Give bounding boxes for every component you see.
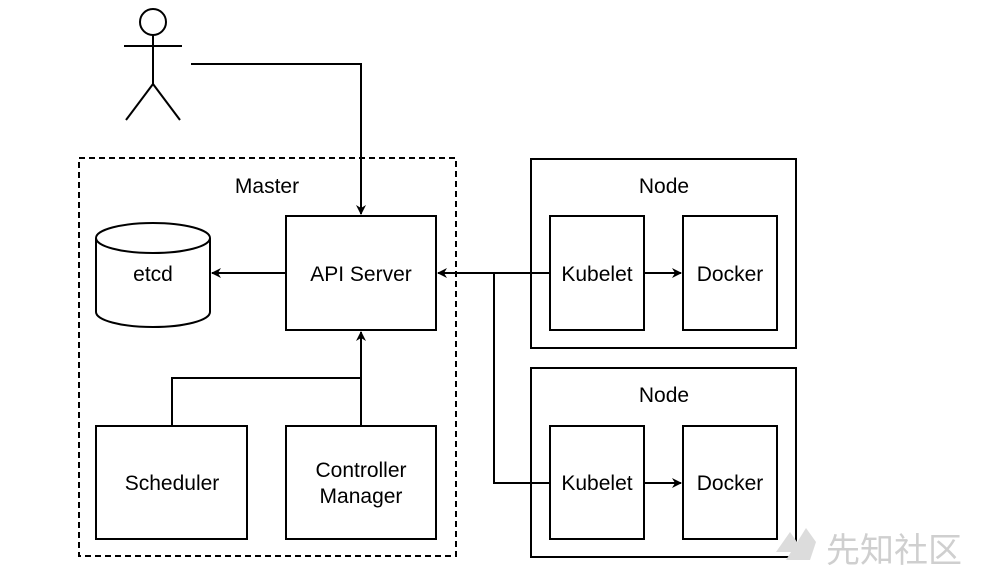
watermark-logo-icon <box>776 528 816 560</box>
node-1-container <box>530 158 797 349</box>
node-2-container <box>530 367 797 558</box>
watermark: 先知社区 <box>776 528 962 571</box>
api-server-label: API Server <box>310 263 412 286</box>
scheduler-to-api-line <box>171 377 361 426</box>
node-1-docker-label: Docker <box>697 263 764 286</box>
user-to-api-arrow <box>191 63 366 215</box>
node-2-docker-label: Docker <box>697 472 764 495</box>
node-2-kubelet-label: Kubelet <box>561 472 632 495</box>
controller-manager-box <box>285 425 437 540</box>
node-1-label: Node <box>639 175 689 198</box>
node-1-kubelet-label: Kubelet <box>561 263 632 286</box>
user-actor-icon <box>124 8 182 121</box>
kubelet-2-to-api-line <box>493 273 550 484</box>
scheduler-label: Scheduler <box>125 472 220 495</box>
etcd-label: etcd <box>133 263 173 286</box>
etcd-database <box>95 222 211 328</box>
master-container <box>78 157 457 557</box>
master-label: Master <box>235 175 299 198</box>
node-2-docker-box <box>682 425 778 540</box>
controller-manager-label-line2: Manager <box>320 485 403 508</box>
node-2-kubelet-box <box>549 425 645 540</box>
scheduler-box <box>95 425 248 540</box>
node-1-docker-box <box>682 215 778 331</box>
watermark-text: 先知社区 <box>826 531 962 571</box>
node-2-label: Node <box>639 384 689 407</box>
controller-manager-label-line1: Controller <box>315 459 406 482</box>
api-server-box <box>285 215 437 331</box>
